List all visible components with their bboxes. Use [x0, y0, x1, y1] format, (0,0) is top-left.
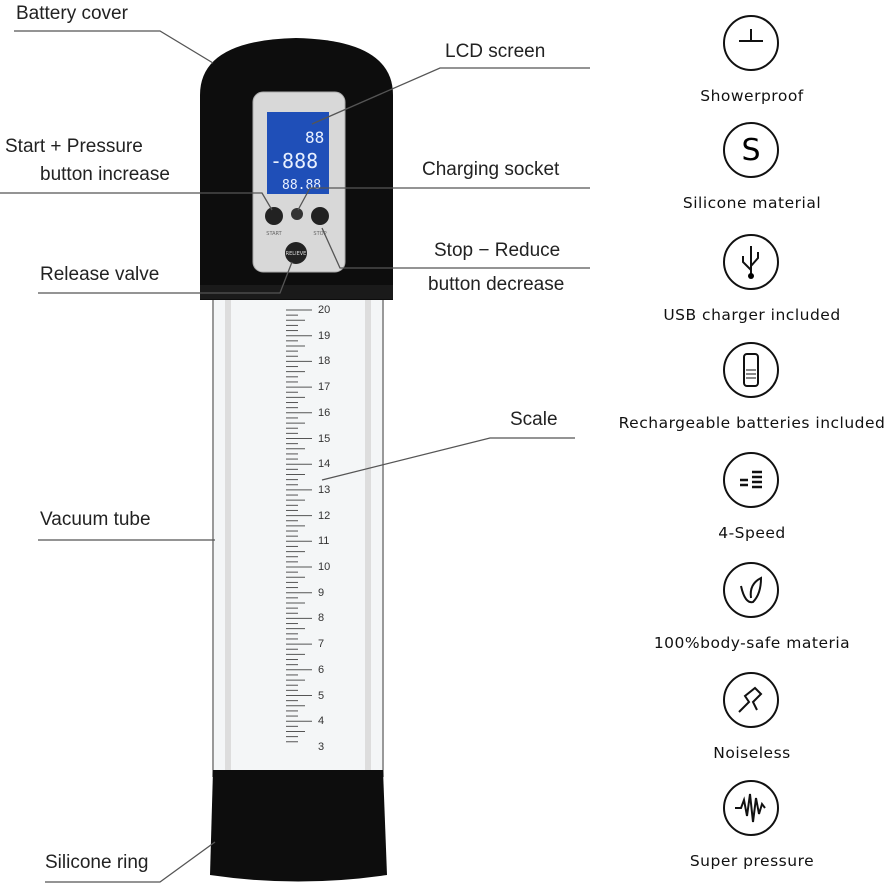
- scale-tick-label: 10: [318, 561, 331, 573]
- feature-label: Rechargeable batteries included: [618, 414, 886, 432]
- scale-tick-label: 6: [318, 663, 325, 676]
- lcd-pressure: -888: [270, 149, 318, 173]
- feature-label: USB charger included: [663, 306, 841, 324]
- scale-tick-label: 9: [318, 586, 325, 599]
- scale-tick-label: 13: [318, 483, 331, 496]
- scale-tick-label: 8: [318, 612, 325, 625]
- scale-tick-label: 16: [318, 406, 331, 419]
- stop-button[interactable]: [311, 207, 329, 225]
- noiseless-icon: [723, 672, 779, 728]
- label-scale: Scale: [510, 409, 558, 430]
- scale-minor-ticks: [286, 309, 312, 743]
- scale-tick-label: 15: [318, 432, 331, 445]
- feature-label: Showerproof: [700, 87, 804, 105]
- scale-tick-label: 12: [318, 509, 331, 522]
- usb-icon: [723, 234, 779, 290]
- scale-tick-label: 4: [318, 715, 325, 728]
- charging-socket: [291, 208, 303, 220]
- battery-icon: [723, 342, 779, 398]
- silicone-ring: [210, 770, 387, 882]
- label-start-line1: Start + Pressure: [5, 136, 143, 157]
- speed-icon: [723, 452, 779, 508]
- start-button[interactable]: [265, 207, 283, 225]
- lcd-level: 88: [305, 128, 324, 147]
- label-stop-line2: button decrease: [428, 274, 565, 295]
- scale-tick-label: 18: [318, 355, 331, 368]
- scale-tick-label: 14: [318, 458, 331, 471]
- leader-lines: [0, 30, 590, 883]
- scale-tick-label: 11: [318, 535, 330, 548]
- showerproof-icon: [723, 15, 779, 71]
- lcd-timer: 88.88: [282, 178, 321, 193]
- pulse-icon: [723, 780, 779, 836]
- svg-text:S: S: [741, 133, 760, 168]
- feature-label: Noiseless: [713, 744, 791, 762]
- label-release-valve: Release valve: [40, 264, 160, 285]
- scale-tick-label: 19: [318, 329, 331, 342]
- leaf-icon: [723, 562, 779, 618]
- silicone-icon: S: [723, 122, 779, 178]
- release-button-label: RELIEVE: [286, 251, 307, 257]
- scale-tick-label: 17: [318, 381, 331, 394]
- label-vacuum-tube: Vacuum tube: [40, 509, 151, 530]
- feature-label: 4-Speed: [718, 524, 786, 542]
- scale-tick-label: 5: [318, 689, 325, 702]
- label-lcd-screen: LCD screen: [445, 41, 546, 62]
- feature-label: Super pressure: [689, 852, 815, 870]
- stop-button-label: STOP: [313, 231, 326, 237]
- label-silicone-ring: Silicone ring: [45, 852, 149, 873]
- feature-label: Silicone material: [682, 194, 822, 212]
- feature-label: 100%body-safe materia: [653, 634, 851, 652]
- label-battery-cover: Battery cover: [16, 3, 128, 24]
- label-stop-line1: Stop − Reduce: [434, 240, 561, 261]
- lcd-screen: [267, 112, 329, 194]
- label-start-line2: button increase: [40, 164, 170, 185]
- scale-tick-label: 7: [318, 638, 325, 651]
- scale-tick-label: 20: [318, 304, 331, 316]
- scale-tick-label: 3: [318, 740, 325, 753]
- label-charging-socket: Charging socket: [422, 159, 560, 180]
- start-button-label: START: [266, 231, 282, 237]
- release-valve-button[interactable]: [285, 242, 307, 264]
